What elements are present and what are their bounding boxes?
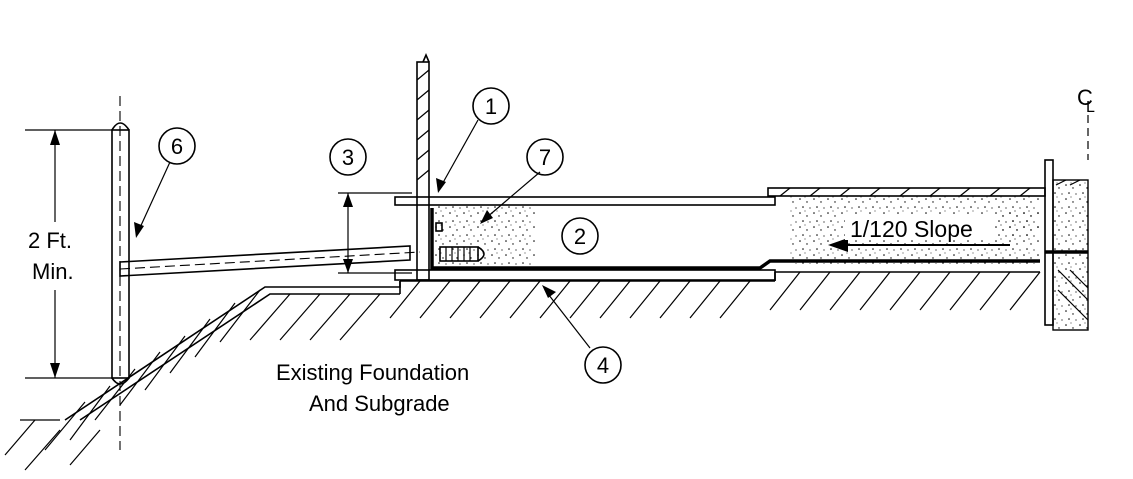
- drain-pipe: [111, 96, 421, 450]
- slope-arrow: 1/120 Slope: [828, 214, 1010, 252]
- callout-7-number: 7: [539, 145, 551, 170]
- callout-3: 3: [329, 138, 367, 176]
- slab-depth-dimension: [338, 192, 412, 274]
- callout-4: 4: [584, 346, 622, 384]
- centerline-letter: C: [1077, 85, 1093, 110]
- callout-6-number: 6: [171, 134, 183, 159]
- callout-2: 2: [561, 217, 599, 255]
- callout-3-number: 3: [342, 145, 354, 170]
- height-label-line2: Min.: [32, 259, 74, 284]
- ground-hatching: [4, 271, 1041, 471]
- height-label-line1: 2 Ft.: [28, 228, 72, 253]
- slope-label: 1/120 Slope: [850, 216, 973, 242]
- foundation-label-line1: Existing Foundation: [276, 360, 469, 385]
- foundation-label-line2: And Subgrade: [309, 391, 450, 416]
- callout-6: 6: [158, 127, 196, 165]
- callout-2-number: 2: [574, 224, 586, 249]
- callout-4-number: 4: [597, 353, 609, 378]
- callout-1-number: 1: [485, 94, 497, 119]
- wall: [416, 52, 430, 281]
- callout-7: 7: [526, 138, 564, 176]
- centerline-subscript: L: [1086, 99, 1095, 116]
- height-dimension: 2 Ft. Min.: [25, 129, 112, 379]
- anchor-bolt: [435, 222, 485, 262]
- existing-slab-section: [1044, 115, 1089, 331]
- leader-lines: [134, 119, 591, 349]
- callout-1: 1: [472, 87, 510, 125]
- centerline-symbol: C L: [1077, 85, 1095, 116]
